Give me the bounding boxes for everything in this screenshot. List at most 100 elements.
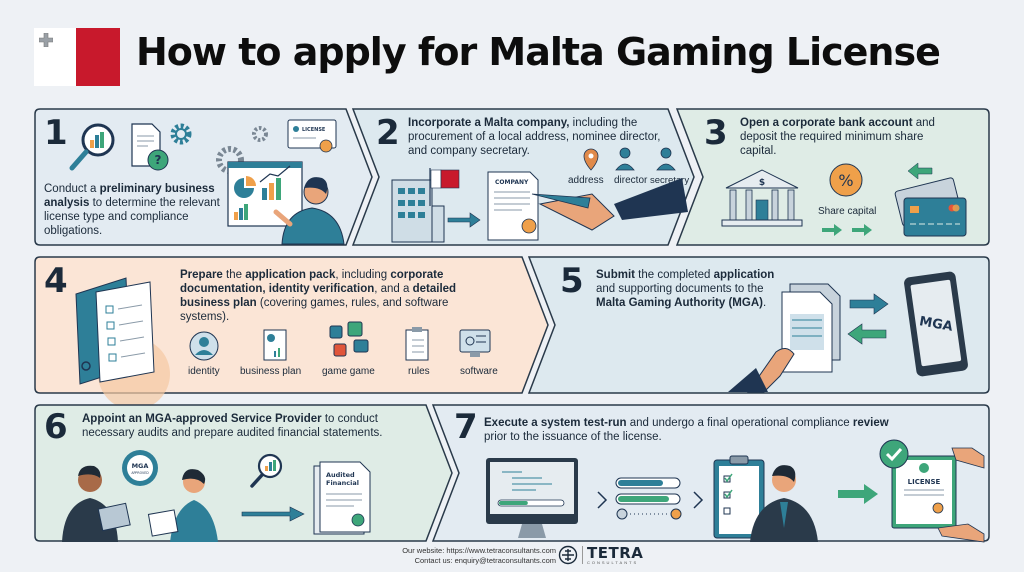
label-business-plan: business plan xyxy=(240,366,302,377)
step-3-text-run: Open a corporate bank account xyxy=(740,117,913,129)
step-5-description: Submit the completed application and sup… xyxy=(596,268,782,310)
malta-flag-icon xyxy=(429,168,460,206)
step-3-text-run: and deposit the required minimum share c… xyxy=(740,117,935,157)
magnifier-chart-icon xyxy=(69,123,115,171)
brand-name: TETRA xyxy=(587,543,644,562)
credit-card-icon xyxy=(894,177,967,237)
svg-text:$: $ xyxy=(759,178,765,188)
step-6-description: Appoint an MGA-approved Service Provider… xyxy=(82,412,412,440)
magnifier-chart-icon xyxy=(250,453,283,488)
step-3-description: Open a corporate bank account and deposi… xyxy=(740,116,950,158)
svg-text:MGA: MGA xyxy=(918,314,954,335)
step-1-number: 1 xyxy=(44,113,68,153)
step-5-illustration: MGA xyxy=(728,271,968,393)
arrow-right-icon xyxy=(838,484,878,504)
document-question-icon: ? xyxy=(131,123,169,171)
step-7-description: Execute a system test-run and undergo a … xyxy=(484,416,904,444)
step-4-panel: 4 Prepare the application pack, includin… xyxy=(34,256,550,410)
step-7-text-run: review xyxy=(852,417,889,429)
label-director: director xyxy=(614,175,648,186)
step-4-text-run: corporate documentation, identity verifi… xyxy=(180,269,444,295)
test-progress-bars xyxy=(615,477,682,520)
label-share-capital: Share capital xyxy=(818,206,877,217)
step-7-text-run: and undergo a final operational complian… xyxy=(626,417,853,429)
arrow-left-icon xyxy=(847,323,887,345)
reviewer-person-icon xyxy=(750,465,818,542)
step-1-illustration: ? LICENSE xyxy=(69,119,345,245)
director-icon xyxy=(615,147,635,171)
label-address: address xyxy=(568,175,604,186)
step-4-text-run: , including xyxy=(335,269,391,281)
step-5-text-run: Submit xyxy=(596,269,635,281)
chevron-right-icon xyxy=(597,491,608,509)
svg-text:LICENSE: LICENSE xyxy=(908,478,941,486)
arrow-right-icon xyxy=(849,293,889,315)
step-4-text-run: Prepare xyxy=(180,269,223,281)
step-2-text-run: including the procurement of a local add… xyxy=(408,117,661,157)
label-rules: rules xyxy=(408,366,430,377)
presenter-person-icon xyxy=(273,177,345,245)
progress-bar-2-fill xyxy=(618,496,669,502)
compliance-clipboard-icon xyxy=(713,455,765,539)
arrow-right-icon xyxy=(822,224,872,236)
contact-email-link[interactable]: Contact us: enquiry@tetraconsultants.com xyxy=(414,556,556,565)
step-5-text-run: . xyxy=(762,297,767,309)
label-software: software xyxy=(460,366,498,377)
label-identity: identity xyxy=(188,366,220,377)
location-pin-icon xyxy=(583,148,599,171)
website-link[interactable]: Our website: https://www.tetraconsultant… xyxy=(402,546,556,555)
identity-icon xyxy=(189,331,219,361)
step-2-text-run: Incorporate a Malta company, xyxy=(408,117,570,129)
step-4-number: 4 xyxy=(44,261,68,301)
rules-clipboard-icon xyxy=(405,327,429,361)
step-5-number: 5 xyxy=(560,261,584,301)
step-7-text-run: prior to the issuance of the license. xyxy=(484,431,662,443)
percent-coin-icon: % xyxy=(829,163,863,197)
brand-subtitle: CONSULTANTS xyxy=(587,559,639,565)
document-stack-icon xyxy=(781,283,841,373)
software-monitor-icon xyxy=(459,329,491,357)
svg-text:LICENSE: LICENSE xyxy=(302,127,326,133)
step-4-text-run: application pack xyxy=(245,269,336,281)
step-5-text-run: application xyxy=(713,269,775,281)
step-4-illustration xyxy=(75,277,491,385)
arrow-right-icon xyxy=(447,212,481,228)
office-building-icon xyxy=(391,179,445,243)
step-3-number: 3 xyxy=(704,113,728,153)
gear-icon xyxy=(170,123,192,145)
company-document-icon: COMPANY xyxy=(487,171,539,241)
step-7-number: 7 xyxy=(454,407,478,447)
label-game: game game xyxy=(322,366,375,377)
step-2-illustration: COMPANY xyxy=(391,147,688,243)
step-4-text-run: the xyxy=(222,269,246,281)
step-4-description: Prepare the application pack, including … xyxy=(180,268,480,324)
step-6-panel: 6 Appoint an MGA-approved Service Provid… xyxy=(34,404,454,542)
bank-icon: $ xyxy=(721,169,803,227)
flag-red-half xyxy=(76,28,120,86)
step-6-text-run: Appoint an MGA-approved Service Provider xyxy=(82,413,322,425)
step-6-number: 6 xyxy=(44,407,68,447)
step-1-description: Conduct a preliminary business analysis … xyxy=(44,182,244,238)
hands-icon xyxy=(937,447,985,543)
svg-text:APPROVED: APPROVED xyxy=(131,471,149,475)
step-7-text-run: Execute a system test-run xyxy=(484,417,627,429)
svg-text:Audited: Audited xyxy=(326,471,355,479)
step-1-panel: 1 Conduct a preliminary business analysi… xyxy=(34,108,374,246)
computer-monitor-icon xyxy=(486,458,578,538)
tetra-logo: TETRA CONSULTANTS xyxy=(558,545,643,565)
businesswoman-icon xyxy=(147,469,218,542)
arrow-left-icon xyxy=(907,162,933,180)
step-3-panel: 3 Open a corporate bank account and depo… xyxy=(675,108,990,246)
step-2-panel: 2 Incorporate a Malta company, including… xyxy=(351,108,696,246)
handshake-icon xyxy=(531,178,688,231)
arrow-right-icon xyxy=(241,506,305,522)
malta-flag xyxy=(34,28,120,86)
checkmark-badge-icon xyxy=(879,439,909,469)
step-6-text-run: to conduct necessary audits and prepare … xyxy=(82,413,383,439)
business-plan-icon xyxy=(263,329,287,361)
step-7-illustration: LICENSE xyxy=(486,439,985,543)
step-5-text-run: and supporting documents to the xyxy=(596,283,764,295)
step-1-text-run: preliminary business analysis xyxy=(44,183,215,209)
step-2-number: 2 xyxy=(376,113,400,153)
